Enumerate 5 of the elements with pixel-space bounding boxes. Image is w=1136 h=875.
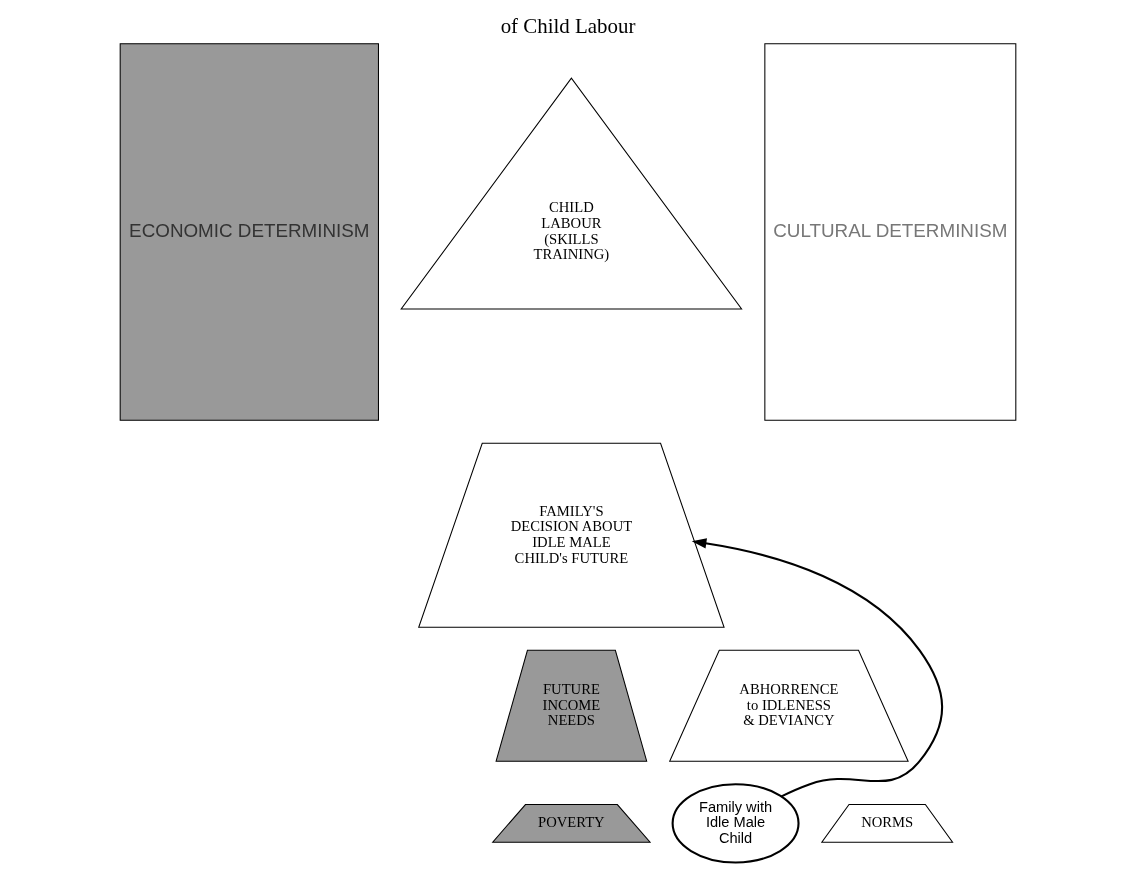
arrow	[691, 538, 944, 798]
node-box: ECONOMIC DETERMINISM	[119, 43, 379, 421]
diagram-title: of Child Labour	[500, 14, 636, 39]
node-ellipse: Family with Idle Male Child	[671, 783, 800, 864]
node-box: CULTURAL DETERMINISM	[764, 43, 1017, 421]
